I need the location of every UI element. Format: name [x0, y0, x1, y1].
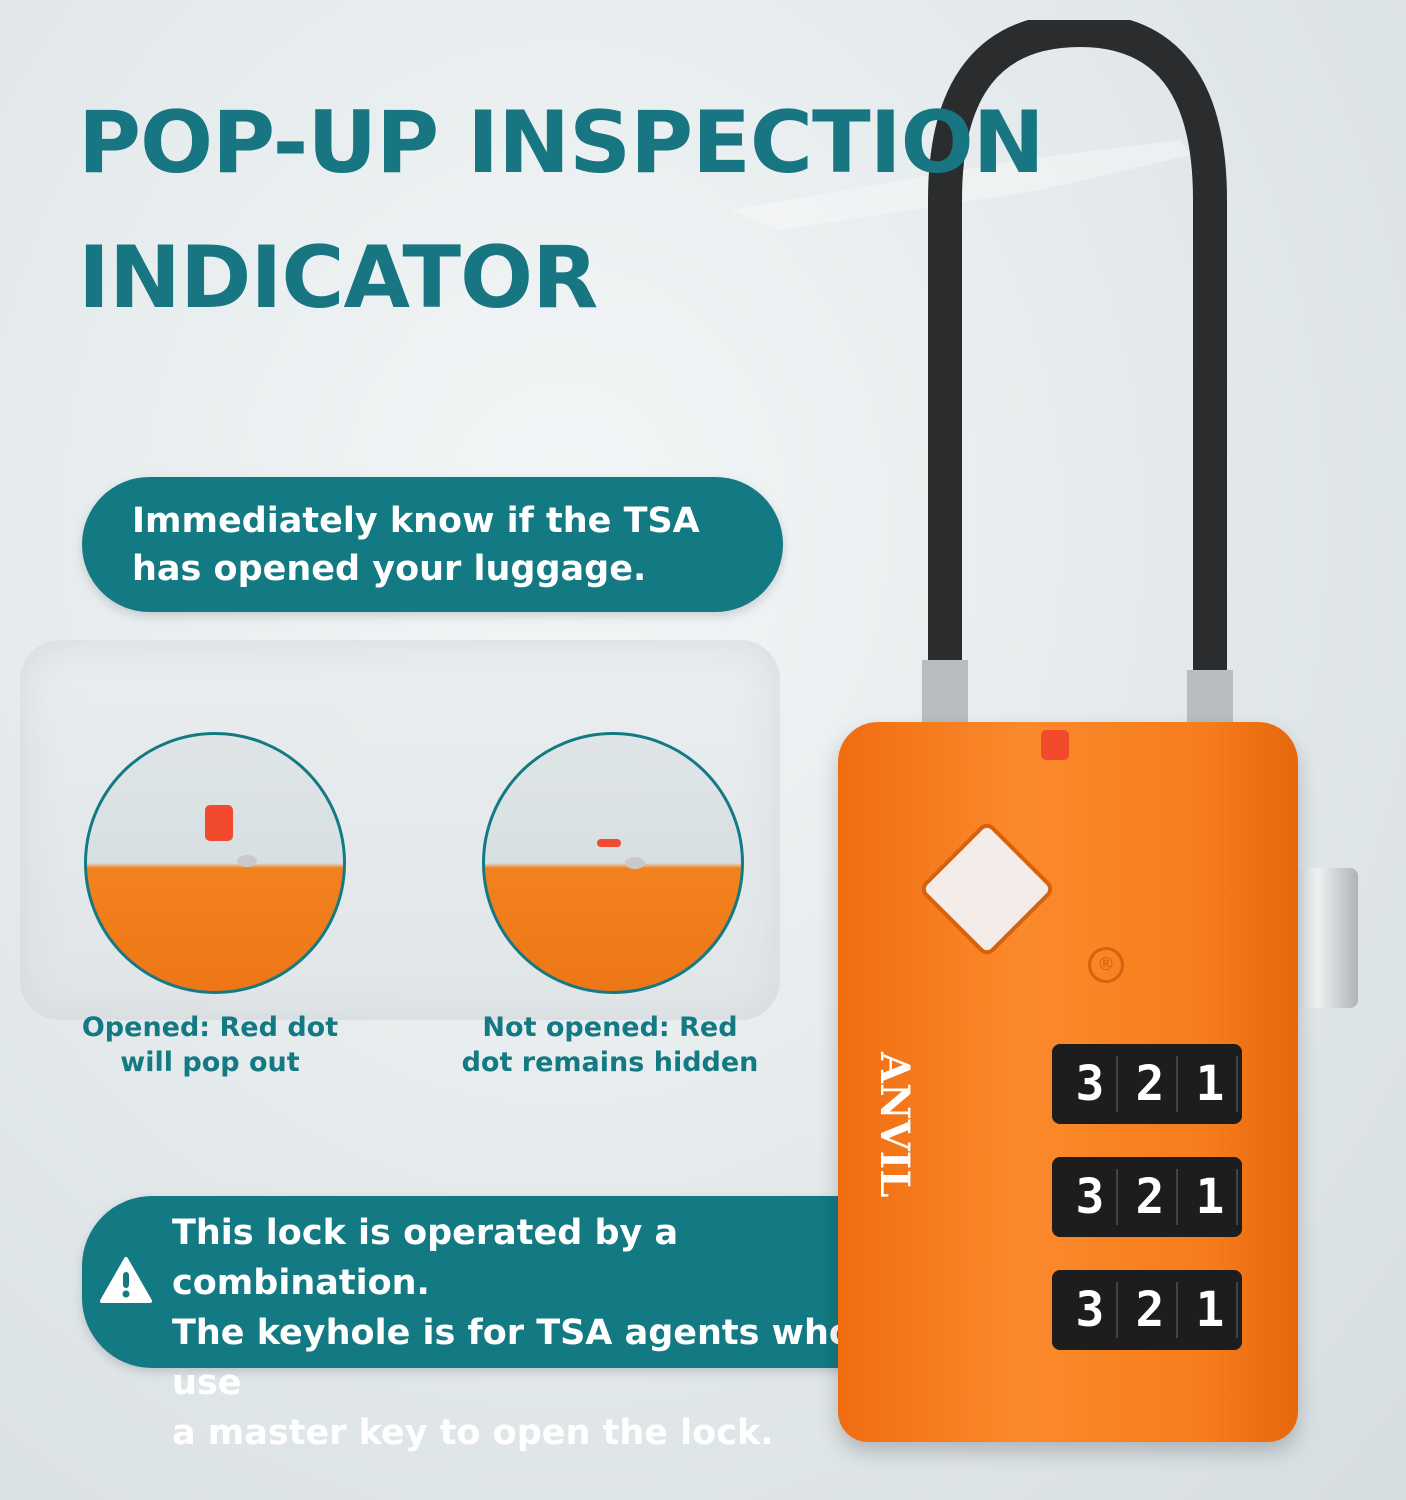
indicator-hole: [625, 857, 645, 869]
warning-line-3: a master key to open the lock.: [172, 1413, 774, 1453]
warning-line-2: The keyhole is for TSA agents who use: [172, 1313, 853, 1403]
dial-digit: 2: [1124, 1169, 1178, 1225]
info-line-1: Immediately know if the TSA: [132, 501, 700, 541]
opened-caption: Opened: Red dot will pop out: [70, 1010, 350, 1080]
dial-digit: 3: [1064, 1282, 1118, 1338]
dial-digit: 1: [1184, 1282, 1238, 1338]
page-title-line-1: POP-UP INSPECTION: [78, 93, 1045, 193]
dial-digit: 2: [1124, 1056, 1178, 1112]
opened-state-closeup: [84, 732, 346, 994]
inspection-indicator: [1041, 730, 1069, 760]
dial-digit: 3: [1064, 1169, 1118, 1225]
tsa-keyhole-icon: [917, 819, 1057, 959]
warning-triangle-icon: [100, 1257, 152, 1303]
dial-digit: 1: [1184, 1169, 1238, 1225]
warning-line-1: This lock is operated by a combination.: [172, 1213, 679, 1303]
caption-line: dot remains hidden: [461, 1047, 759, 1078]
page-title-line-2: INDICATOR: [78, 228, 598, 328]
popped-red-indicator: [205, 805, 233, 841]
caption-line: Opened: Red dot: [81, 1012, 339, 1043]
hidden-red-indicator: [597, 839, 621, 847]
dial-digit: 1: [1184, 1056, 1238, 1112]
not-opened-state-closeup: [482, 732, 744, 994]
dial-digit: 3: [1064, 1056, 1118, 1112]
info-line-2: has opened your luggage.: [132, 549, 647, 589]
not-opened-caption: Not opened: Red dot remains hidden: [450, 1010, 770, 1080]
registered-mark: ®: [1088, 947, 1124, 983]
caption-line: Not opened: Red: [482, 1012, 738, 1043]
dial-digit: 2: [1124, 1282, 1178, 1338]
brand-logo: ANVIL: [871, 1052, 918, 1198]
warning-banner: This lock is operated by a combination. …: [82, 1196, 915, 1453]
indicator-hole: [237, 855, 257, 867]
caption-line: will pop out: [120, 1047, 300, 1078]
tsa-info-banner: Immediately know if the TSA has opened y…: [82, 477, 783, 612]
